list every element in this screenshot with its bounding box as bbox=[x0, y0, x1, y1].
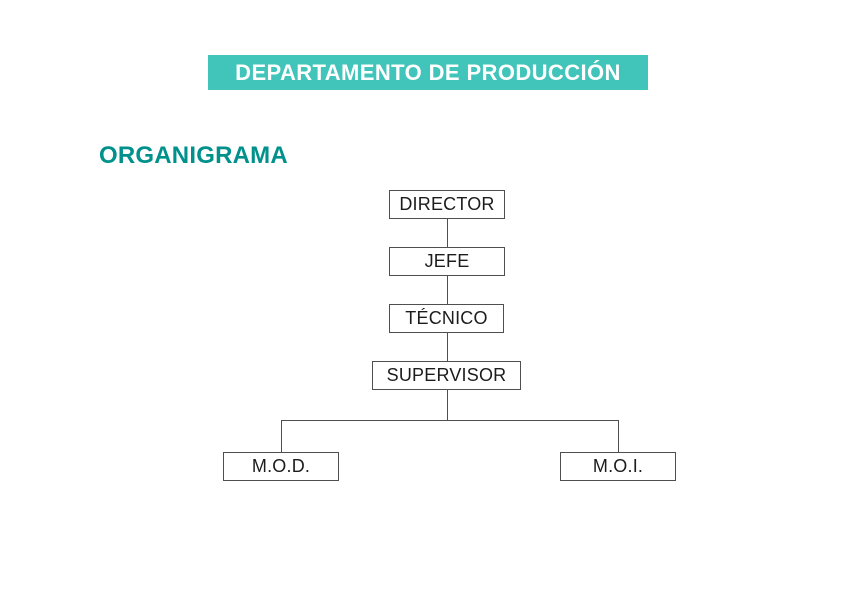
org-node-tecnico: TÉCNICO bbox=[389, 304, 504, 333]
connector-down-moi bbox=[618, 420, 619, 452]
org-node-supervisor: SUPERVISOR bbox=[372, 361, 521, 390]
connector-branch-rail bbox=[281, 420, 618, 421]
organigrama-heading: ORGANIGRAMA bbox=[99, 142, 288, 169]
org-node-mod: M.O.D. bbox=[223, 452, 339, 481]
connector-jefe-tecnico bbox=[447, 276, 448, 304]
department-banner: DEPARTAMENTO DE PRODUCCIÓN bbox=[208, 55, 648, 90]
connector-director-jefe bbox=[447, 219, 448, 247]
org-node-moi: M.O.I. bbox=[560, 452, 676, 481]
connector-tecnico-supervisor bbox=[447, 333, 448, 361]
connector-down-mod bbox=[281, 420, 282, 452]
connector-supervisor-down bbox=[447, 390, 448, 420]
department-banner-title: DEPARTAMENTO DE PRODUCCIÓN bbox=[235, 59, 621, 85]
org-node-director: DIRECTOR bbox=[389, 190, 505, 219]
org-node-jefe: JEFE bbox=[389, 247, 505, 276]
